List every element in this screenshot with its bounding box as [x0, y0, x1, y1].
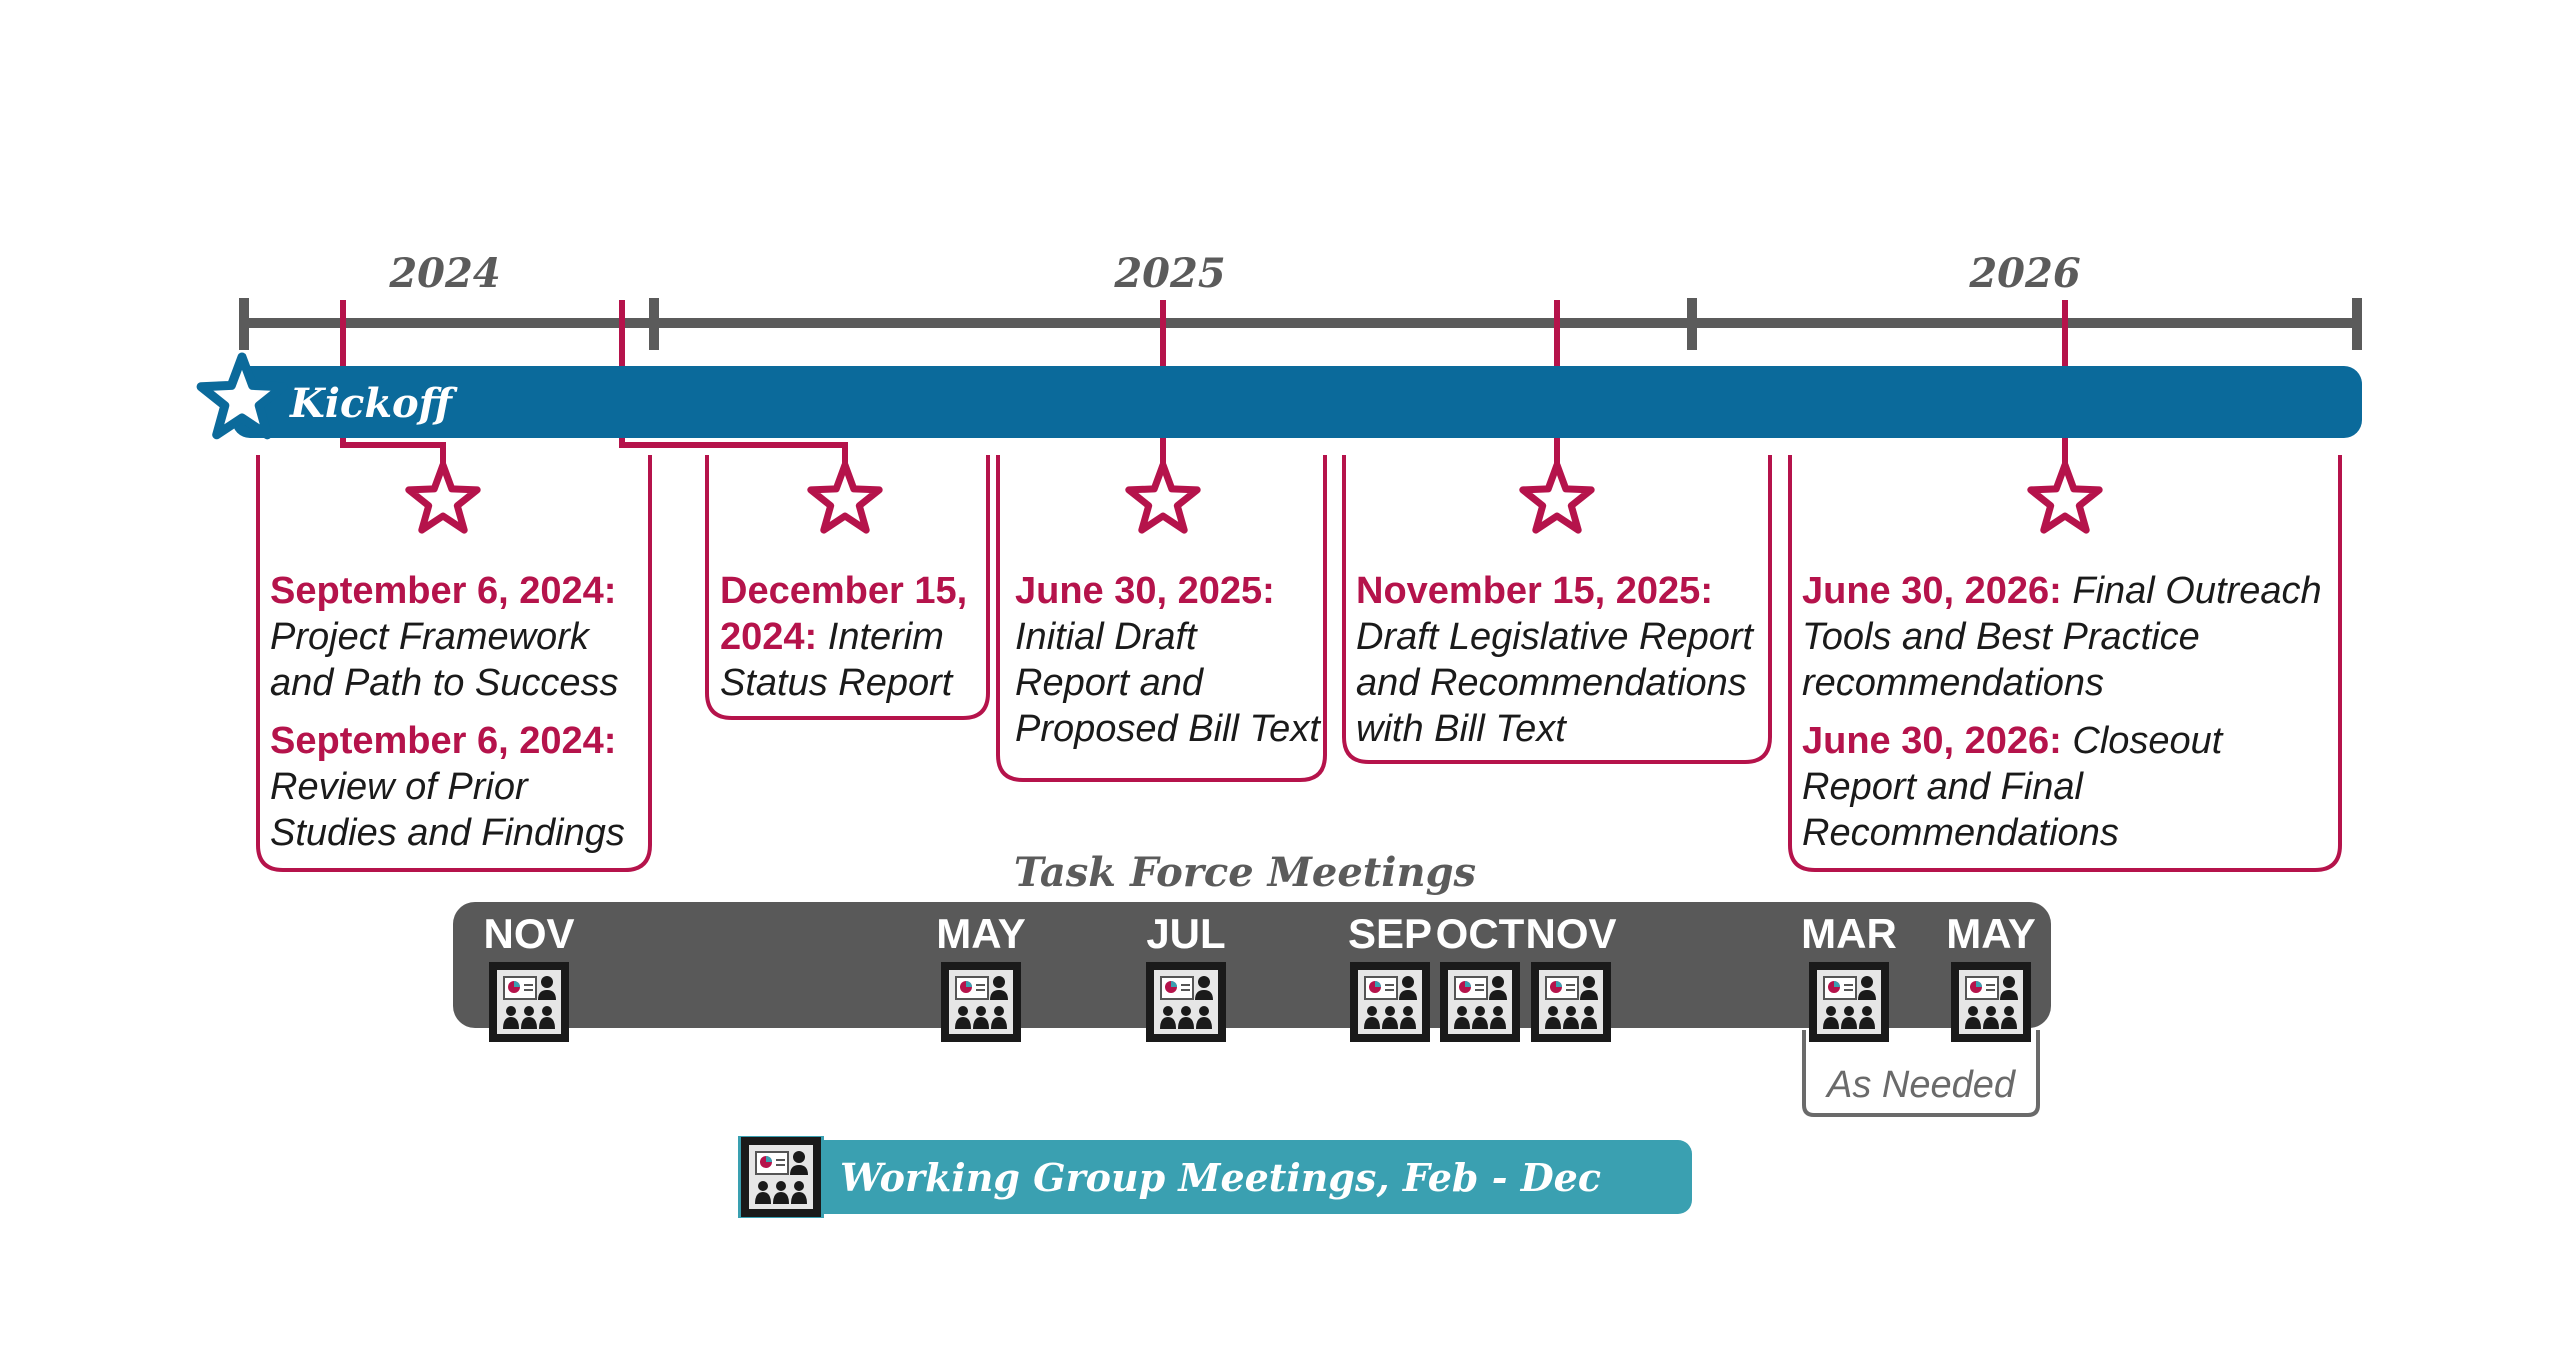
- meeting-icon: [940, 961, 1022, 1043]
- milestone-star-icon: [807, 461, 883, 534]
- milestone-date: December 15,: [720, 570, 968, 612]
- milestone-entry: November 15, 2025: Draft Legislative Rep…: [1356, 568, 1776, 752]
- tf-month-nov-2025: NOV: [1525, 910, 1616, 957]
- kickoff-label: Kickoff: [289, 380, 458, 427]
- working-group-bar: [740, 1140, 1692, 1214]
- task-force-month-labels: NOV MAY JUL SEP OCT NOV MAR MAY: [483, 910, 2035, 957]
- milestone-entry: June 30, 2026: Closeout Report and Final…: [1802, 718, 2342, 856]
- milestone-desc-line: Studies and Findings: [270, 812, 625, 854]
- tf-month-mar-2026: MAR: [1801, 910, 1897, 957]
- milestone-box-jun-2026: June 30, 2026: Final Outreach Tools and …: [1802, 568, 2342, 868]
- milestone-box-sep-2024: September 6, 2024: Project Framework and…: [270, 568, 650, 868]
- milestone-desc-line: with Bill Text: [1356, 708, 1566, 750]
- milestone-entry: December 15, 2024: Interim Status Report: [720, 568, 990, 706]
- milestone-desc-line: Report and: [1015, 662, 1204, 704]
- milestone-date-line: June 30, 2026: Final Outreach: [1802, 568, 2342, 614]
- meeting-icon: [1530, 961, 1612, 1043]
- meeting-icon: [1950, 961, 2032, 1043]
- tf-month-jul-2025: JUL: [1146, 910, 1225, 957]
- program-bar: [232, 366, 2362, 438]
- year-axis: [239, 298, 2362, 350]
- milestone-stars: [405, 461, 2103, 534]
- milestone-desc-line: Project Framework: [270, 616, 589, 658]
- milestone-date: June 30, 2026:: [1802, 720, 2062, 762]
- milestone-desc-line: Closeout: [2061, 720, 2223, 762]
- milestone-date-line: June 30, 2026: Closeout: [1802, 718, 2342, 764]
- tf-month-nov-2024: NOV: [483, 910, 574, 957]
- milestone-date: November 15, 2025:: [1356, 570, 1713, 612]
- milestone-box-dec-2024: December 15, 2024: Interim Status Report: [720, 568, 990, 718]
- meeting-icon: [1145, 961, 1227, 1043]
- milestone-desc-line: Tools and Best Practice: [1802, 616, 2200, 658]
- milestone-desc-line: Proposed Bill Text: [1015, 708, 1320, 750]
- milestone-star-icon: [1125, 461, 1201, 534]
- task-force-bar: [453, 902, 2051, 1028]
- task-force-title: Task Force Meetings: [1014, 849, 1476, 896]
- milestone-desc-line: Final Outreach: [2061, 570, 2322, 612]
- milestone-star-icon: [405, 461, 481, 534]
- as-needed-bracket: [1802, 1030, 2040, 1117]
- milestone-desc-line: recommendations: [1802, 662, 2105, 704]
- milestone-desc-line: and Recommendations: [1356, 662, 1747, 704]
- kickoff-star-icon: [196, 352, 288, 440]
- meeting-icon: [740, 1136, 822, 1218]
- working-group-label: Working Group Meetings, Feb - Dec: [840, 1155, 1601, 1200]
- tf-month-may-2026: MAY: [1946, 910, 2035, 957]
- milestone-entry: September 6, 2024: Review of Prior Studi…: [270, 718, 650, 856]
- milestone-desc-line: Interim: [817, 616, 944, 658]
- milestone-desc-line: Draft Legislative Report: [1356, 616, 1754, 658]
- milestone-entry: June 30, 2025: Initial Draft Report and …: [1015, 568, 1335, 752]
- milestone-entry: September 6, 2024: Project Framework and…: [270, 568, 650, 706]
- milestone-date: September 6, 2024:: [270, 720, 617, 762]
- milestone-desc-line: and Path to Success: [270, 662, 619, 704]
- milestone-star-icon: [1519, 461, 1595, 534]
- meeting-icon: [488, 961, 570, 1043]
- milestone-box-jun-2025: June 30, 2025: Initial Draft Report and …: [1015, 568, 1335, 764]
- year-label-2026: 2026: [1968, 250, 2080, 297]
- milestone-star-icon: [2027, 461, 2103, 534]
- as-needed-label: As Needed: [1825, 1064, 2017, 1106]
- milestone-entry: June 30, 2026: Final Outreach Tools and …: [1802, 568, 2342, 706]
- meeting-icon: [1808, 961, 1890, 1043]
- tf-month-may-2025: MAY: [936, 910, 1025, 957]
- milestone-date: June 30, 2026:: [1802, 570, 2062, 612]
- meeting-icon: [1349, 961, 1431, 1043]
- tf-month-oct-2025: OCT: [1436, 910, 1525, 957]
- milestone-date: June 30, 2025:: [1015, 570, 1275, 612]
- milestone-desc-line: Recommendations: [1802, 812, 2119, 854]
- meeting-icon: [1439, 961, 1521, 1043]
- milestone-desc-line: Report and Final: [1802, 766, 2083, 808]
- milestone-date-line2: 2024: Interim: [720, 614, 990, 660]
- milestone-box-borders: [256, 455, 2342, 872]
- tf-month-sep-2025: SEP: [1348, 910, 1432, 957]
- milestone-desc-line: Initial Draft: [1015, 616, 1197, 658]
- year-label-2025: 2025: [1113, 250, 1225, 297]
- milestone-date: September 6, 2024:: [270, 570, 617, 612]
- milestone-desc-line: Status Report: [720, 662, 953, 704]
- milestone-box-nov-2025: November 15, 2025: Draft Legislative Rep…: [1356, 568, 1776, 764]
- milestone-desc-line: Review of Prior: [270, 766, 528, 808]
- year-label-2024: 2024: [388, 250, 500, 297]
- milestone-date: 2024:: [720, 616, 818, 658]
